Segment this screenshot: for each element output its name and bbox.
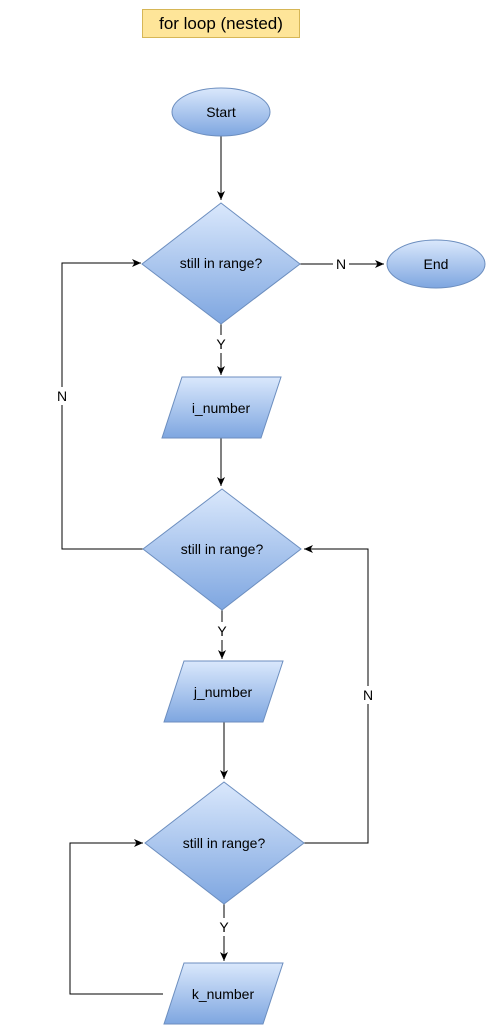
decision-j-label: still in range? (181, 541, 264, 557)
io-i-label: i_number (192, 400, 251, 416)
diagram-title: for loop (nested) (142, 9, 300, 38)
decision-k-label: still in range? (183, 835, 266, 851)
edge-label-k-yes: Y (219, 919, 229, 935)
edge-label-i-yes: Y (216, 336, 226, 352)
io-j-label: j_number (193, 684, 253, 700)
end-node: End (386, 239, 486, 289)
io-i-node: i_number (161, 376, 282, 439)
edge-label-j-yes: Y (217, 623, 227, 639)
edge-label-k-no: N (363, 687, 373, 703)
decision-i-node: still in range? (141, 202, 301, 325)
start-node: Start (171, 87, 271, 137)
io-k-node: k_number (163, 962, 284, 1025)
edge-decision-j-no (61, 259, 143, 550)
edge-decision-k-no (304, 545, 369, 844)
edge-io-k-loop (69, 839, 163, 995)
io-k-label: k_number (192, 986, 255, 1002)
decision-k-node: still in range? (144, 781, 305, 905)
decision-i-label: still in range? (180, 255, 263, 271)
edge-label-j-no: N (57, 388, 67, 404)
end-label: End (424, 256, 449, 272)
start-label: Start (206, 104, 236, 120)
io-j-node: j_number (163, 660, 284, 723)
decision-j-node: still in range? (142, 488, 302, 611)
edge-label-i-no: N (336, 256, 346, 272)
